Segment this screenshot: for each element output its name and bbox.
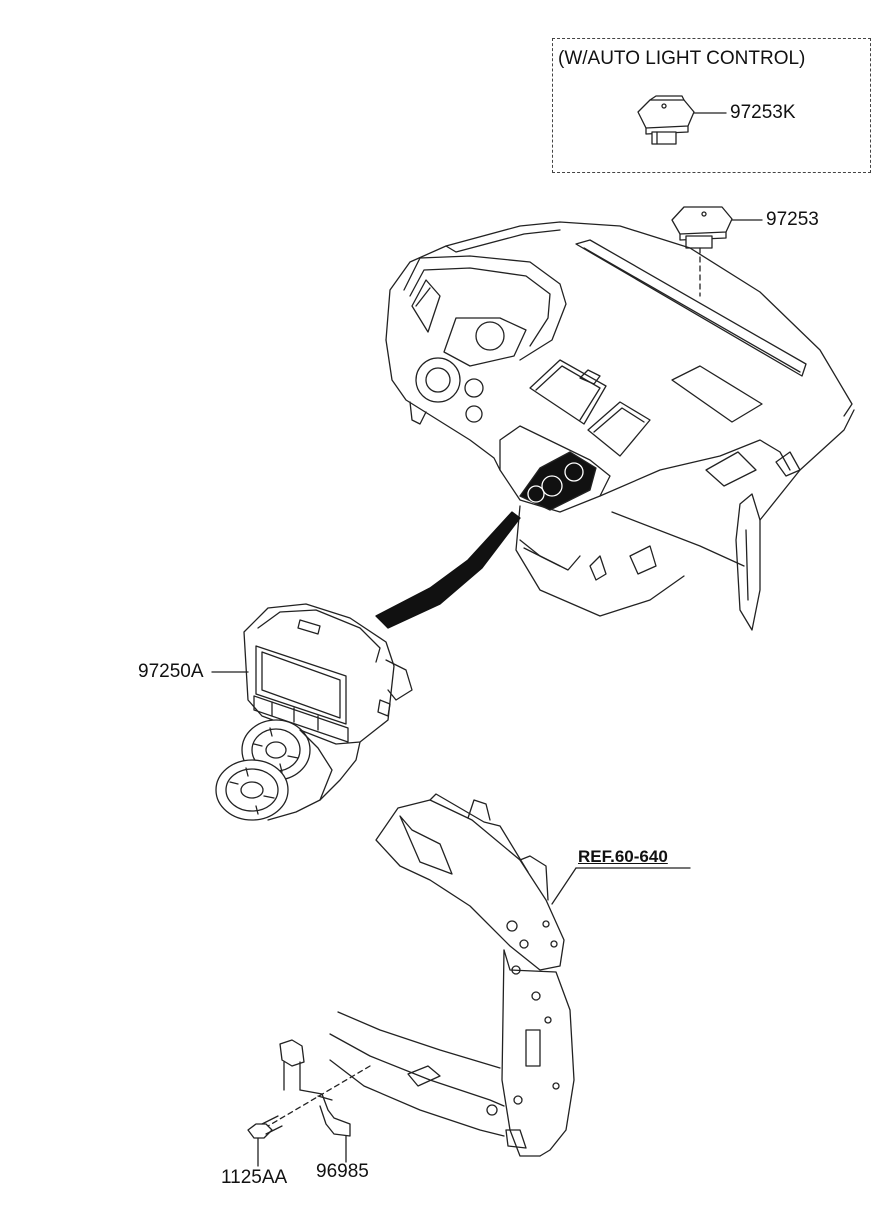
pointer-arrow — [375, 511, 521, 629]
sensor-97253 — [671, 206, 763, 297]
label-97250a: 97250A — [138, 661, 204, 682]
dashboard-illustration — [385, 221, 855, 631]
sensor-97253k — [637, 95, 727, 145]
auto-light-control-inset: (W/AUTO LIGHT CONTROL) — [552, 38, 871, 173]
label-97253: 97253 — [766, 209, 819, 230]
sensor-96985-assembly — [247, 1039, 371, 1167]
label-1125aa: 1125AA — [221, 1167, 288, 1188]
label-96985: 96985 — [316, 1161, 369, 1182]
inset-title: (W/AUTO LIGHT CONTROL) — [558, 48, 806, 69]
heater-control-unit-97250a — [211, 603, 413, 821]
label-ref-60-640: REF.60-640 — [578, 847, 668, 866]
frame-ref-60-640 — [329, 793, 691, 1157]
label-97253k: 97253K — [730, 102, 796, 123]
